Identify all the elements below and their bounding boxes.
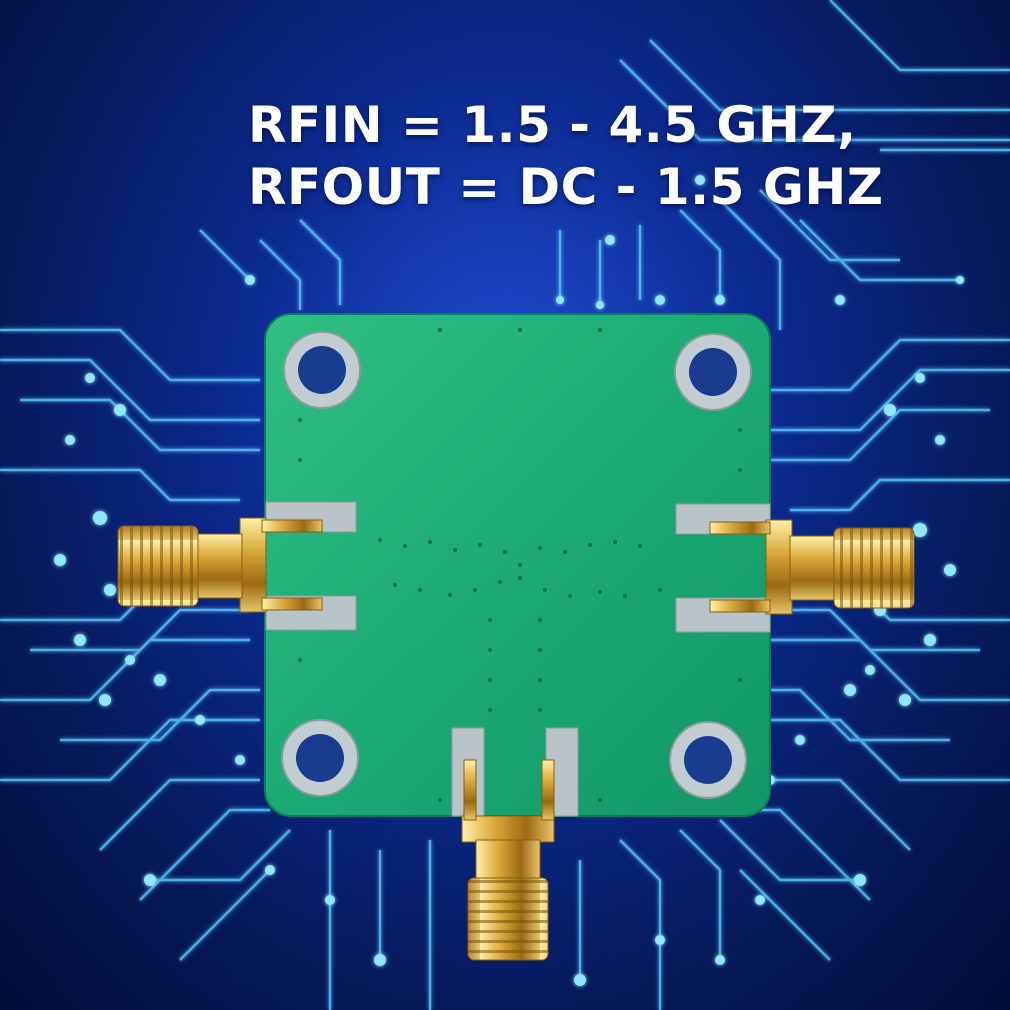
- spec-caption: RFIN = 1.5 - 4.5 GHZ, RFOUT = DC - 1.5 G…: [248, 94, 888, 218]
- mounting-hole: [674, 333, 752, 411]
- mounting-hole: [281, 719, 359, 797]
- pcb-vias: [298, 328, 742, 802]
- sma-connector-left: [117, 517, 323, 613]
- sma-connector-bottom: [461, 759, 555, 961]
- mounting-hole: [669, 721, 747, 799]
- sma-connector-right: [709, 519, 915, 615]
- caption-line-rfin: RFIN = 1.5 - 4.5 GHZ,: [248, 96, 857, 154]
- mounting-hole: [283, 331, 361, 409]
- caption-line-rfout: RFOUT = DC - 1.5 GHZ: [248, 158, 884, 216]
